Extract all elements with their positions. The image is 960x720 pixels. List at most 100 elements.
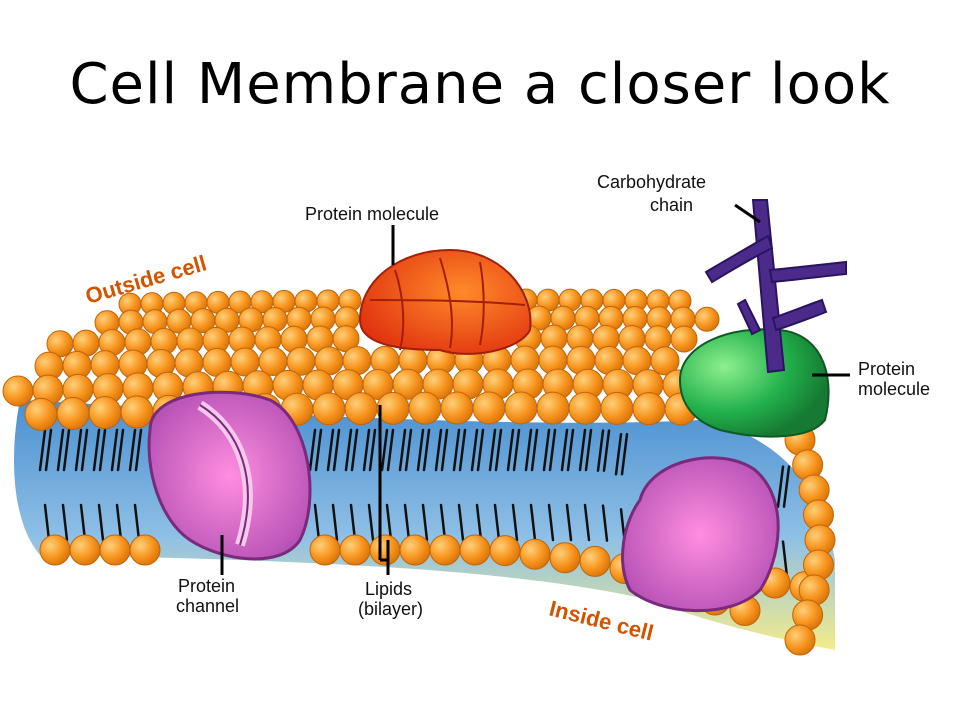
lipid-tail xyxy=(349,503,357,542)
lipid-head-outer xyxy=(694,306,720,332)
lipid-tail xyxy=(43,503,51,542)
lipid-tail xyxy=(110,428,125,472)
lipid-head-inner xyxy=(579,545,611,577)
lipid-tail xyxy=(313,503,321,542)
lipid-head-outer xyxy=(56,396,90,430)
protein-channel xyxy=(147,390,312,561)
lipid-tail xyxy=(133,503,141,542)
lipid-tail xyxy=(380,428,395,472)
lipid-tail xyxy=(560,428,575,472)
lipid-tail xyxy=(434,428,449,472)
lipid-tail xyxy=(614,432,629,476)
lipid-head-inner xyxy=(459,534,491,566)
lipid-tail xyxy=(781,540,789,578)
lipid-tail xyxy=(511,503,519,542)
lipid-tail xyxy=(506,428,521,472)
lipid-head-outer xyxy=(88,396,122,430)
lipid-head-outer xyxy=(344,392,378,426)
lipid-tail xyxy=(452,428,467,472)
lipid-tail xyxy=(74,428,89,472)
lipid-tail xyxy=(542,428,557,472)
label-carbohydrate-line2: chain xyxy=(650,195,693,215)
lipid-tails xyxy=(38,428,791,578)
protein-inner-right xyxy=(621,456,780,613)
lipid-tail xyxy=(439,503,447,542)
lipid-tail xyxy=(326,428,341,472)
lipid-head-inner xyxy=(39,534,71,566)
lipid-tail xyxy=(56,428,71,472)
protein-molecule-right xyxy=(678,328,830,438)
carbohydrate-chain xyxy=(704,199,847,374)
lipid-head-inner xyxy=(549,542,581,574)
lipid-tail xyxy=(331,503,339,542)
lipid-tail xyxy=(79,503,87,542)
lipid-tail xyxy=(92,428,107,472)
lipid-tail xyxy=(565,503,573,542)
lipid-tail xyxy=(578,428,593,472)
lipid-head-outer xyxy=(440,391,474,425)
label-protein-channel-line2: channel xyxy=(176,596,239,616)
lipid-head-outer xyxy=(600,391,634,425)
lipid-head-outer xyxy=(2,375,34,407)
lipid-tail xyxy=(529,503,537,542)
lipid-tail xyxy=(398,428,413,472)
lipid-tail xyxy=(601,504,609,542)
lipid-head-inner xyxy=(519,538,551,570)
lipid-tail xyxy=(97,503,105,542)
label-protein-channel-line1: Protein xyxy=(178,576,235,596)
label-inside-cell: Inside cell xyxy=(547,596,656,646)
label-protein-molecule-top: Protein molecule xyxy=(305,204,439,224)
lipid-head-outer xyxy=(472,391,506,425)
lipid-tail xyxy=(362,428,377,472)
lipid-head-outer xyxy=(408,391,442,425)
lipid-tail xyxy=(475,503,483,542)
lipid-head-inner xyxy=(99,534,131,566)
label-carbohydrate-line1: Carbohydrate xyxy=(597,172,706,192)
lipid-tail xyxy=(344,428,359,472)
lipid-head-outer xyxy=(24,397,58,431)
lipid-head-outer xyxy=(670,325,698,353)
lipid-tail xyxy=(61,503,69,542)
lipid-tail xyxy=(38,428,53,472)
lipid-head-outer xyxy=(650,346,680,376)
lipid-tail xyxy=(421,503,429,542)
lipid-tail xyxy=(416,428,431,472)
lipid-tail xyxy=(308,428,323,472)
lipid-tail xyxy=(115,503,123,542)
label-lipids-line1: Lipids xyxy=(365,579,412,599)
lipid-head-outer xyxy=(312,392,346,426)
lipid-tail xyxy=(128,428,143,472)
lipid-tail xyxy=(583,503,591,542)
label-protein-right-line1: Protein xyxy=(858,359,915,379)
lipid-head-inner xyxy=(69,534,101,566)
lipid-tail xyxy=(403,503,411,542)
lipid-head-outer xyxy=(504,391,538,425)
leader-lines xyxy=(220,203,850,575)
lipid-tail xyxy=(776,465,791,508)
lipid-tail xyxy=(493,503,501,542)
label-protein-right-line2: molecule xyxy=(858,379,930,399)
lipid-tail xyxy=(524,428,539,472)
lipid-head-outer xyxy=(536,391,570,425)
lipid-tail xyxy=(367,503,375,542)
lipid-head-outer xyxy=(568,391,602,425)
lipid-head-outer xyxy=(120,395,154,429)
slide-title: Cell Membrane a closer look xyxy=(69,52,891,117)
lipid-head-inner xyxy=(309,534,341,566)
lipid-head-inner xyxy=(399,534,431,566)
lipid-tail xyxy=(457,503,465,542)
lipid-head-edge xyxy=(784,624,816,656)
lipid-tail xyxy=(488,428,503,472)
lipid-tail xyxy=(470,428,485,472)
lipid-head-inner xyxy=(339,534,371,566)
lipid-tail xyxy=(385,503,393,542)
lipid-tail xyxy=(547,503,555,542)
protein-molecule-top xyxy=(358,248,532,355)
label-lipids-line2: (bilayer) xyxy=(358,599,423,619)
lipid-head-inner xyxy=(429,534,461,566)
lipid-heads-outer xyxy=(2,288,836,656)
lipid-head-inner xyxy=(129,534,161,566)
lipid-head-outer xyxy=(376,391,410,425)
lipid-head-inner xyxy=(489,535,521,567)
